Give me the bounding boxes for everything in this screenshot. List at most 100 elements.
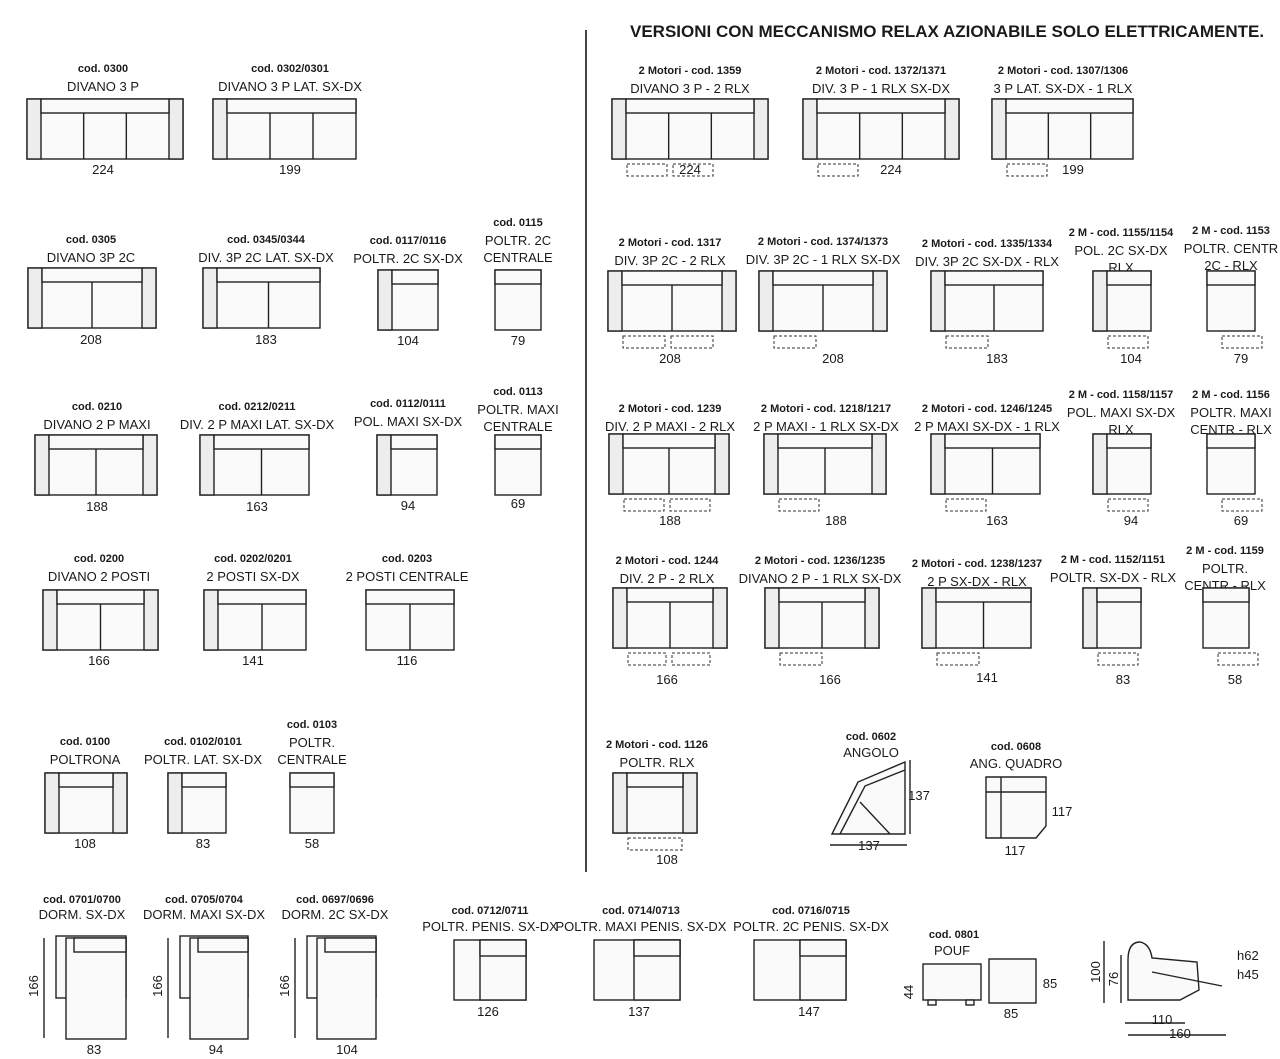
item-dimension: 85 <box>1004 1006 1018 1021</box>
item-code: cod. 0302/0301 <box>251 63 329 75</box>
relax-footrest <box>1217 652 1259 666</box>
item-name: 2 P SX-DX - RLX <box>927 574 1027 589</box>
armrest <box>27 267 43 329</box>
item-name-2: CENTRALE <box>277 752 347 767</box>
armrest <box>930 270 946 332</box>
backrest <box>40 98 170 114</box>
item-name: POL. 2C SX-DX <box>1074 243 1168 258</box>
backrest <box>944 433 1041 449</box>
item-dimension: 104 <box>336 1042 358 1057</box>
armrest <box>871 433 887 495</box>
relax-footrest <box>670 335 714 349</box>
item-code: cod. 0697/0696 <box>296 894 374 906</box>
backrest <box>226 98 357 114</box>
item-code: cod. 0112/0111 <box>370 398 446 410</box>
chaise-outline <box>189 937 249 1040</box>
item-code: cod. 0345/0344 <box>227 234 306 246</box>
backrest <box>626 587 714 603</box>
item-dimension: 188 <box>659 513 681 528</box>
armrest <box>758 270 774 332</box>
item-name: DIVANO 3P 2C <box>47 250 135 265</box>
item-dimension: 94 <box>401 498 415 513</box>
backrest <box>217 589 307 605</box>
item-code: 2 Motori - cod. 1218/1217 <box>761 403 891 415</box>
backrest <box>621 270 723 286</box>
armrest <box>143 589 159 651</box>
relax-footrest <box>817 163 859 177</box>
item-name: DIV. 2 P MAXI LAT. SX-DX <box>180 417 335 432</box>
item-code: cod. 0300 <box>78 63 128 75</box>
item-name-2: CENTR - RLX <box>1190 422 1272 437</box>
item-dimension: 208 <box>80 332 102 347</box>
backrest <box>391 269 439 285</box>
backrest <box>494 269 542 285</box>
item-dimension: 94 <box>209 1042 223 1057</box>
armrest <box>714 433 730 495</box>
item-dimension: 147 <box>798 1004 820 1019</box>
item-name: POLTR. CENTR <box>1184 241 1278 256</box>
item-dimension: 166 <box>819 672 841 687</box>
armrest <box>112 772 128 834</box>
pouf-foot <box>927 999 937 1006</box>
backrest <box>626 772 684 788</box>
item-dimension: 79 <box>1234 351 1248 366</box>
relax-footrest <box>1097 652 1139 666</box>
armrest <box>199 434 215 496</box>
armrest <box>712 587 728 649</box>
item-name: POLTR. PENIS. SX-DX <box>422 919 558 934</box>
profile-seat-height: h45 <box>1237 967 1259 982</box>
corner-seam <box>859 801 891 835</box>
item-name: POLTR. <box>289 735 335 750</box>
item-name: 2 POSTI CENTRALE <box>346 569 469 584</box>
armrest <box>753 98 769 160</box>
armrest <box>212 98 228 160</box>
corner-back <box>839 769 906 835</box>
item-dimension: 208 <box>822 351 844 366</box>
item-name-2: CENTRALE <box>483 419 553 434</box>
item-name: ANGOLO <box>843 745 899 760</box>
item-code: 2 M - cod. 1155/1154 <box>1069 227 1174 239</box>
item-name: DIV. 2 P - 2 RLX <box>620 571 715 586</box>
item-dimension: 183 <box>986 351 1008 366</box>
item-dimension: 188 <box>86 499 108 514</box>
item-name-2: CENTRALE <box>483 250 553 265</box>
item-dimension: 199 <box>279 162 301 177</box>
relax-footrest <box>669 498 711 512</box>
item-dimension: 104 <box>1120 351 1142 366</box>
profile-arm-height: h62 <box>1237 948 1259 963</box>
backrest <box>1096 587 1142 603</box>
relax-footrest <box>626 163 668 177</box>
item-code: cod. 0602 <box>846 731 896 743</box>
item-code: 2 M - cod. 1152/1151 <box>1061 554 1166 566</box>
relax-footrest <box>1107 498 1149 512</box>
item-code: cod. 0203 <box>382 553 432 565</box>
item-code: cod. 0117/0116 <box>370 235 446 247</box>
backrest <box>777 433 873 449</box>
item-dimension-2: 85 <box>1043 976 1057 991</box>
item-name: DIV. 3P 2C LAT. SX-DX <box>198 250 334 265</box>
item-code: cod. 0714/0713 <box>602 905 680 917</box>
item-dimension: 126 <box>477 1004 499 1019</box>
armrest <box>1092 270 1108 332</box>
armrest <box>864 587 880 649</box>
profile-body <box>1127 941 1200 1001</box>
relax-footrest <box>1221 498 1263 512</box>
item-code: cod. 0103 <box>287 719 337 731</box>
item-dimension: 141 <box>242 653 264 668</box>
backrest <box>633 939 681 957</box>
item-name: DIVANO 3 P - 2 RLX <box>630 81 750 96</box>
